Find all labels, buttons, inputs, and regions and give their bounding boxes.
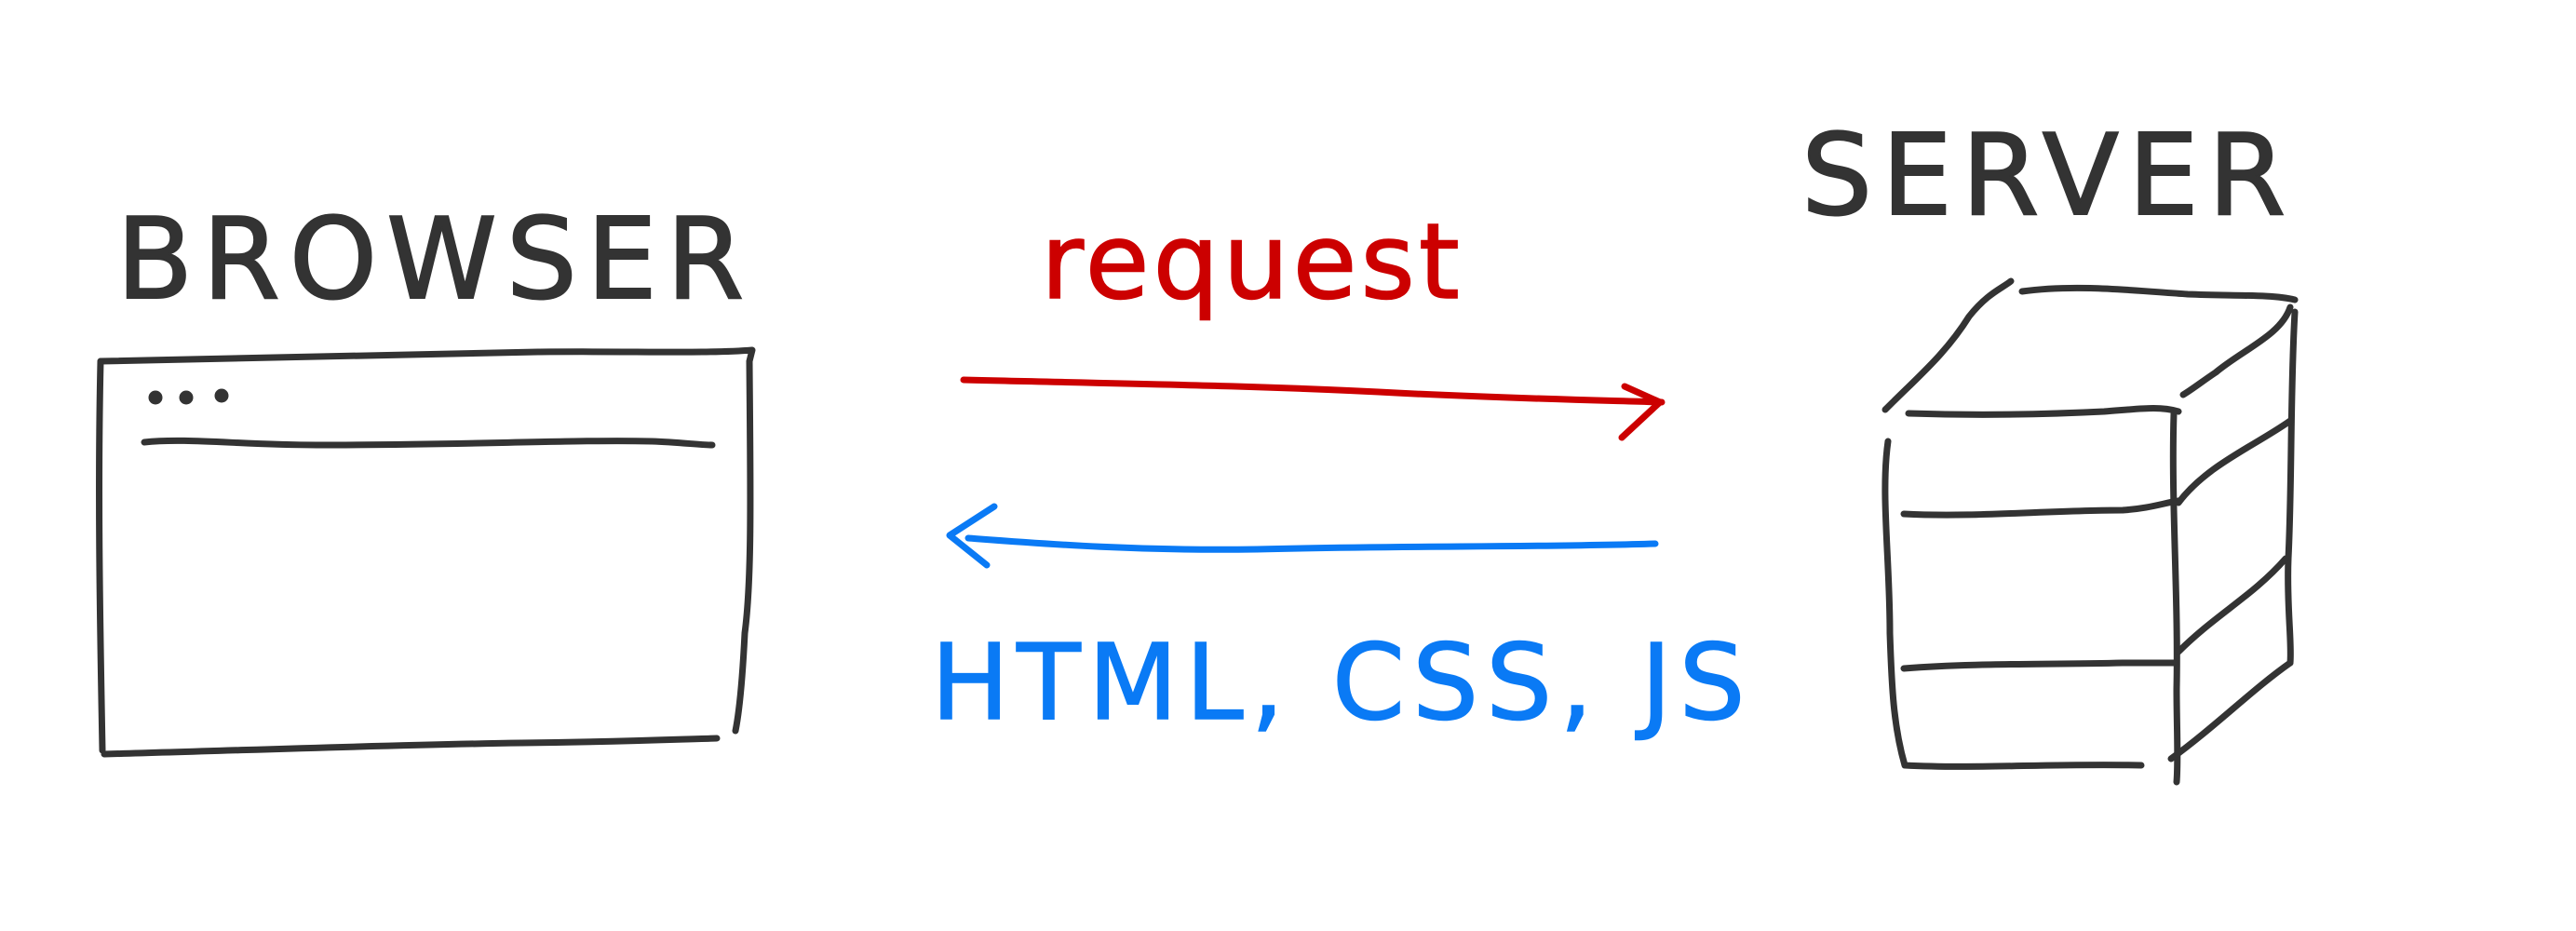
request-label: request — [1041, 202, 1463, 323]
server-label: SERVER — [1801, 112, 2295, 241]
request-arrow — [960, 376, 1666, 441]
response-arrow — [946, 503, 1659, 569]
browser-label: BROWSER — [116, 196, 753, 325]
browser-window-icon — [96, 346, 756, 758]
server-icon — [1881, 277, 2299, 786]
response-label: HTML, CSS, JS — [931, 623, 1753, 744]
